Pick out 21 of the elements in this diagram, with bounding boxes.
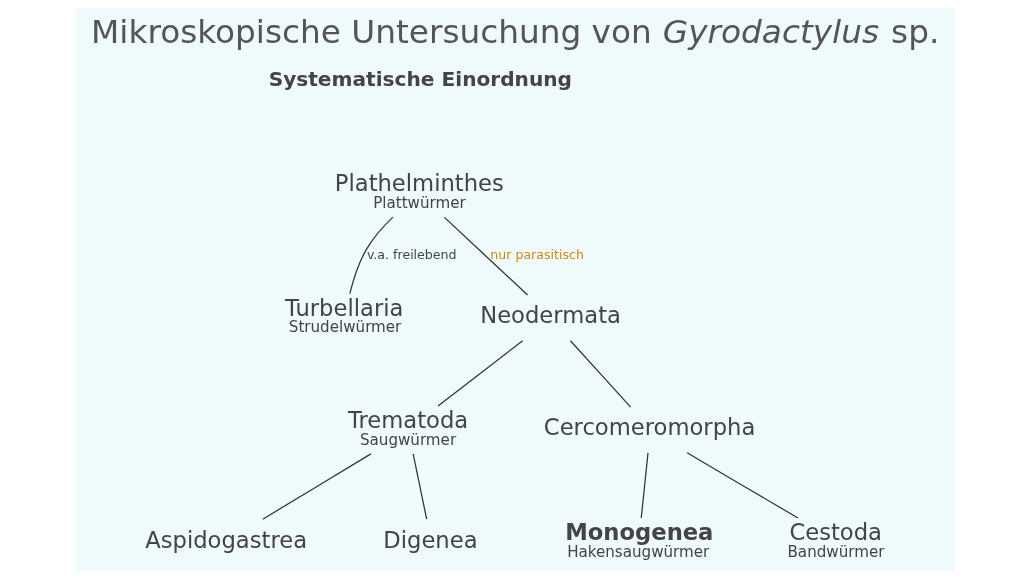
node-text: Cercomeromorpha xyxy=(543,414,755,441)
node-text: Trematoda Saugwürmer xyxy=(347,406,468,449)
node-text: Cestoda Bandwürmer xyxy=(787,518,884,561)
label: Systematische Einordnung xyxy=(268,66,572,91)
node-text: Digenea xyxy=(382,526,478,553)
node-text: Neodermata xyxy=(479,302,621,329)
connector xyxy=(412,453,427,520)
node-text: Monogenea Hakensaugwürmer xyxy=(564,518,713,561)
node-text: Plathelminthes Plattwürmer xyxy=(334,170,504,212)
connector xyxy=(261,453,371,520)
connector xyxy=(348,216,393,295)
node-text: Turbellaria Strudelwürmer xyxy=(284,294,403,337)
connector xyxy=(443,216,528,296)
connector xyxy=(569,340,631,408)
edge-label: nur parasitisch xyxy=(489,246,584,262)
diagram-title: Mikroskopische Untersuchung von Gyrodactylus sp. xyxy=(90,13,939,52)
connector xyxy=(640,452,649,519)
connector xyxy=(685,452,799,519)
edge-label: v.a. freilebend xyxy=(366,246,457,262)
connector xyxy=(436,340,523,407)
node-text: Aspidogastrea xyxy=(144,526,307,553)
